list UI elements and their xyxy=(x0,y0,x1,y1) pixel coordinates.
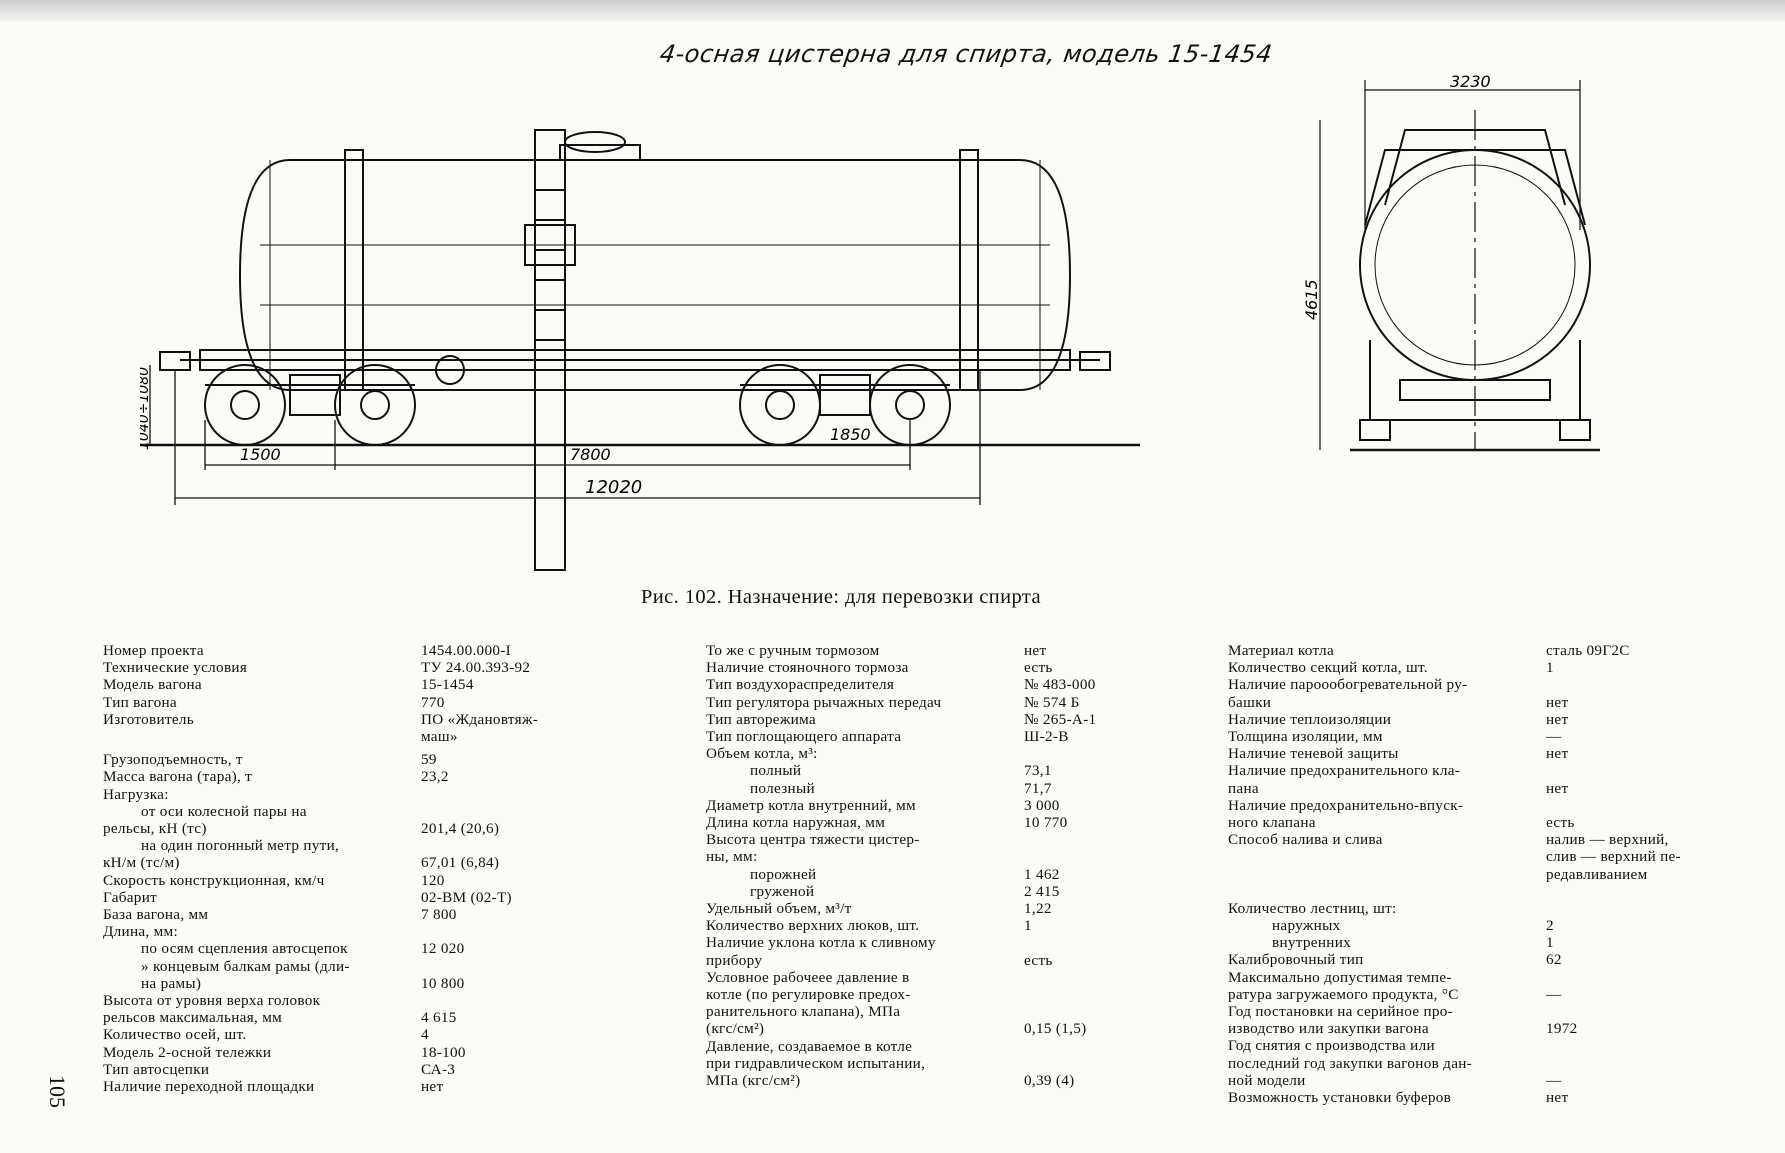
spec-row: редавливанием xyxy=(1546,865,1648,883)
spec-row: слив — верхний пе- xyxy=(1546,848,1681,866)
spec-row: последний год закупки вагонов дан- xyxy=(1228,1054,1473,1072)
spec-row: при гидравлическом испытании, xyxy=(706,1054,926,1072)
spec-row: Условное рабочеее давление в xyxy=(706,968,910,986)
dim-1850: 1850 xyxy=(830,425,871,444)
drawing-title: 4-осная цистерна для спирта, модель 15-1… xyxy=(658,40,1275,68)
spec-row: » концевым балкам рамы (дли- xyxy=(141,957,350,975)
dim-4615: 4615 xyxy=(1302,279,1321,320)
spec-row: Нагрузка: xyxy=(103,785,169,803)
spec-row: ны, мм: xyxy=(706,848,758,866)
dim-1500: 1500 xyxy=(240,445,281,464)
spec-row: ной модели— xyxy=(1228,1071,1562,1089)
spec-row xyxy=(1228,883,1758,900)
dim-12020: 12020 xyxy=(585,477,642,498)
dim-height-range: 1040÷1080 xyxy=(140,367,152,450)
spec-row: ранительного клапана), МПа xyxy=(706,1003,901,1021)
spec-row: Объем котла, м³: xyxy=(706,745,818,763)
spec-row: Количество осей, шт.4 xyxy=(103,1026,429,1044)
spec-row: рельсы, кН (тс)201,4 (20,6) xyxy=(103,820,500,838)
spec-row: МПа (кгс/см²)0,39 (4) xyxy=(706,1072,1075,1090)
spec-row: ратура загружаемого продукта, °С— xyxy=(1228,985,1562,1003)
spec-row: Длина, мм: xyxy=(103,923,178,941)
spec-row: маш» xyxy=(421,728,458,746)
spec-row: Толщина изоляции, мм— xyxy=(1228,728,1562,746)
spec-row: Наличие уклона котла к сливному xyxy=(706,934,936,952)
spec-row: Давление, создаваемое в котле xyxy=(706,1037,913,1055)
spec-row: на рамы)10 800 xyxy=(141,974,465,992)
spec-row: Максимально допустимая темпе- xyxy=(1228,968,1452,986)
spec-row: Количество секций котла, шт.1 xyxy=(1228,659,1554,677)
dim-7800: 7800 xyxy=(570,445,611,464)
spec-row: Год постановки на серийное про- xyxy=(1228,1003,1454,1021)
dim-3230: 3230 xyxy=(1450,72,1491,91)
spec-row: Наличие предохранительного кла- xyxy=(1228,762,1461,780)
spec-row: Год снятия с производства или xyxy=(1228,1037,1435,1055)
spec-row: на один погонный метр пути, xyxy=(141,837,340,855)
spec-row: котле (по регулировке предох- xyxy=(706,986,911,1004)
spec-row: кН/м (тс/м)67,01 (6,84) xyxy=(103,854,500,872)
spec-row: Наличие предохранительно-впуск- xyxy=(1228,796,1464,814)
spec-row: Высота от уровня верха головок xyxy=(103,992,321,1010)
page-number: 105 xyxy=(45,1075,70,1108)
tank-car-side-view: 1500 7800 1850 12020 1040÷1080 xyxy=(140,129,1140,571)
spec-row: Высота центра тяжести цистер- xyxy=(706,831,920,849)
spec-row: от оси колесной пары на xyxy=(141,802,307,820)
spec-row: Количество верхних люков, шт.1 xyxy=(706,917,1032,935)
tank-car-end-view: 3230 4615 xyxy=(1302,72,1600,452)
scan-top-edge xyxy=(0,0,1785,22)
spec-row: (кгс/см²)0,15 (1,5) xyxy=(706,1020,1087,1038)
spec-row: Наличие пароообогревательной ру- xyxy=(1228,676,1468,694)
figure-caption: Рис. 102. Назначение: для перевозки спир… xyxy=(641,586,1041,608)
spec-row: Количество лестниц, шт: xyxy=(1228,899,1397,917)
